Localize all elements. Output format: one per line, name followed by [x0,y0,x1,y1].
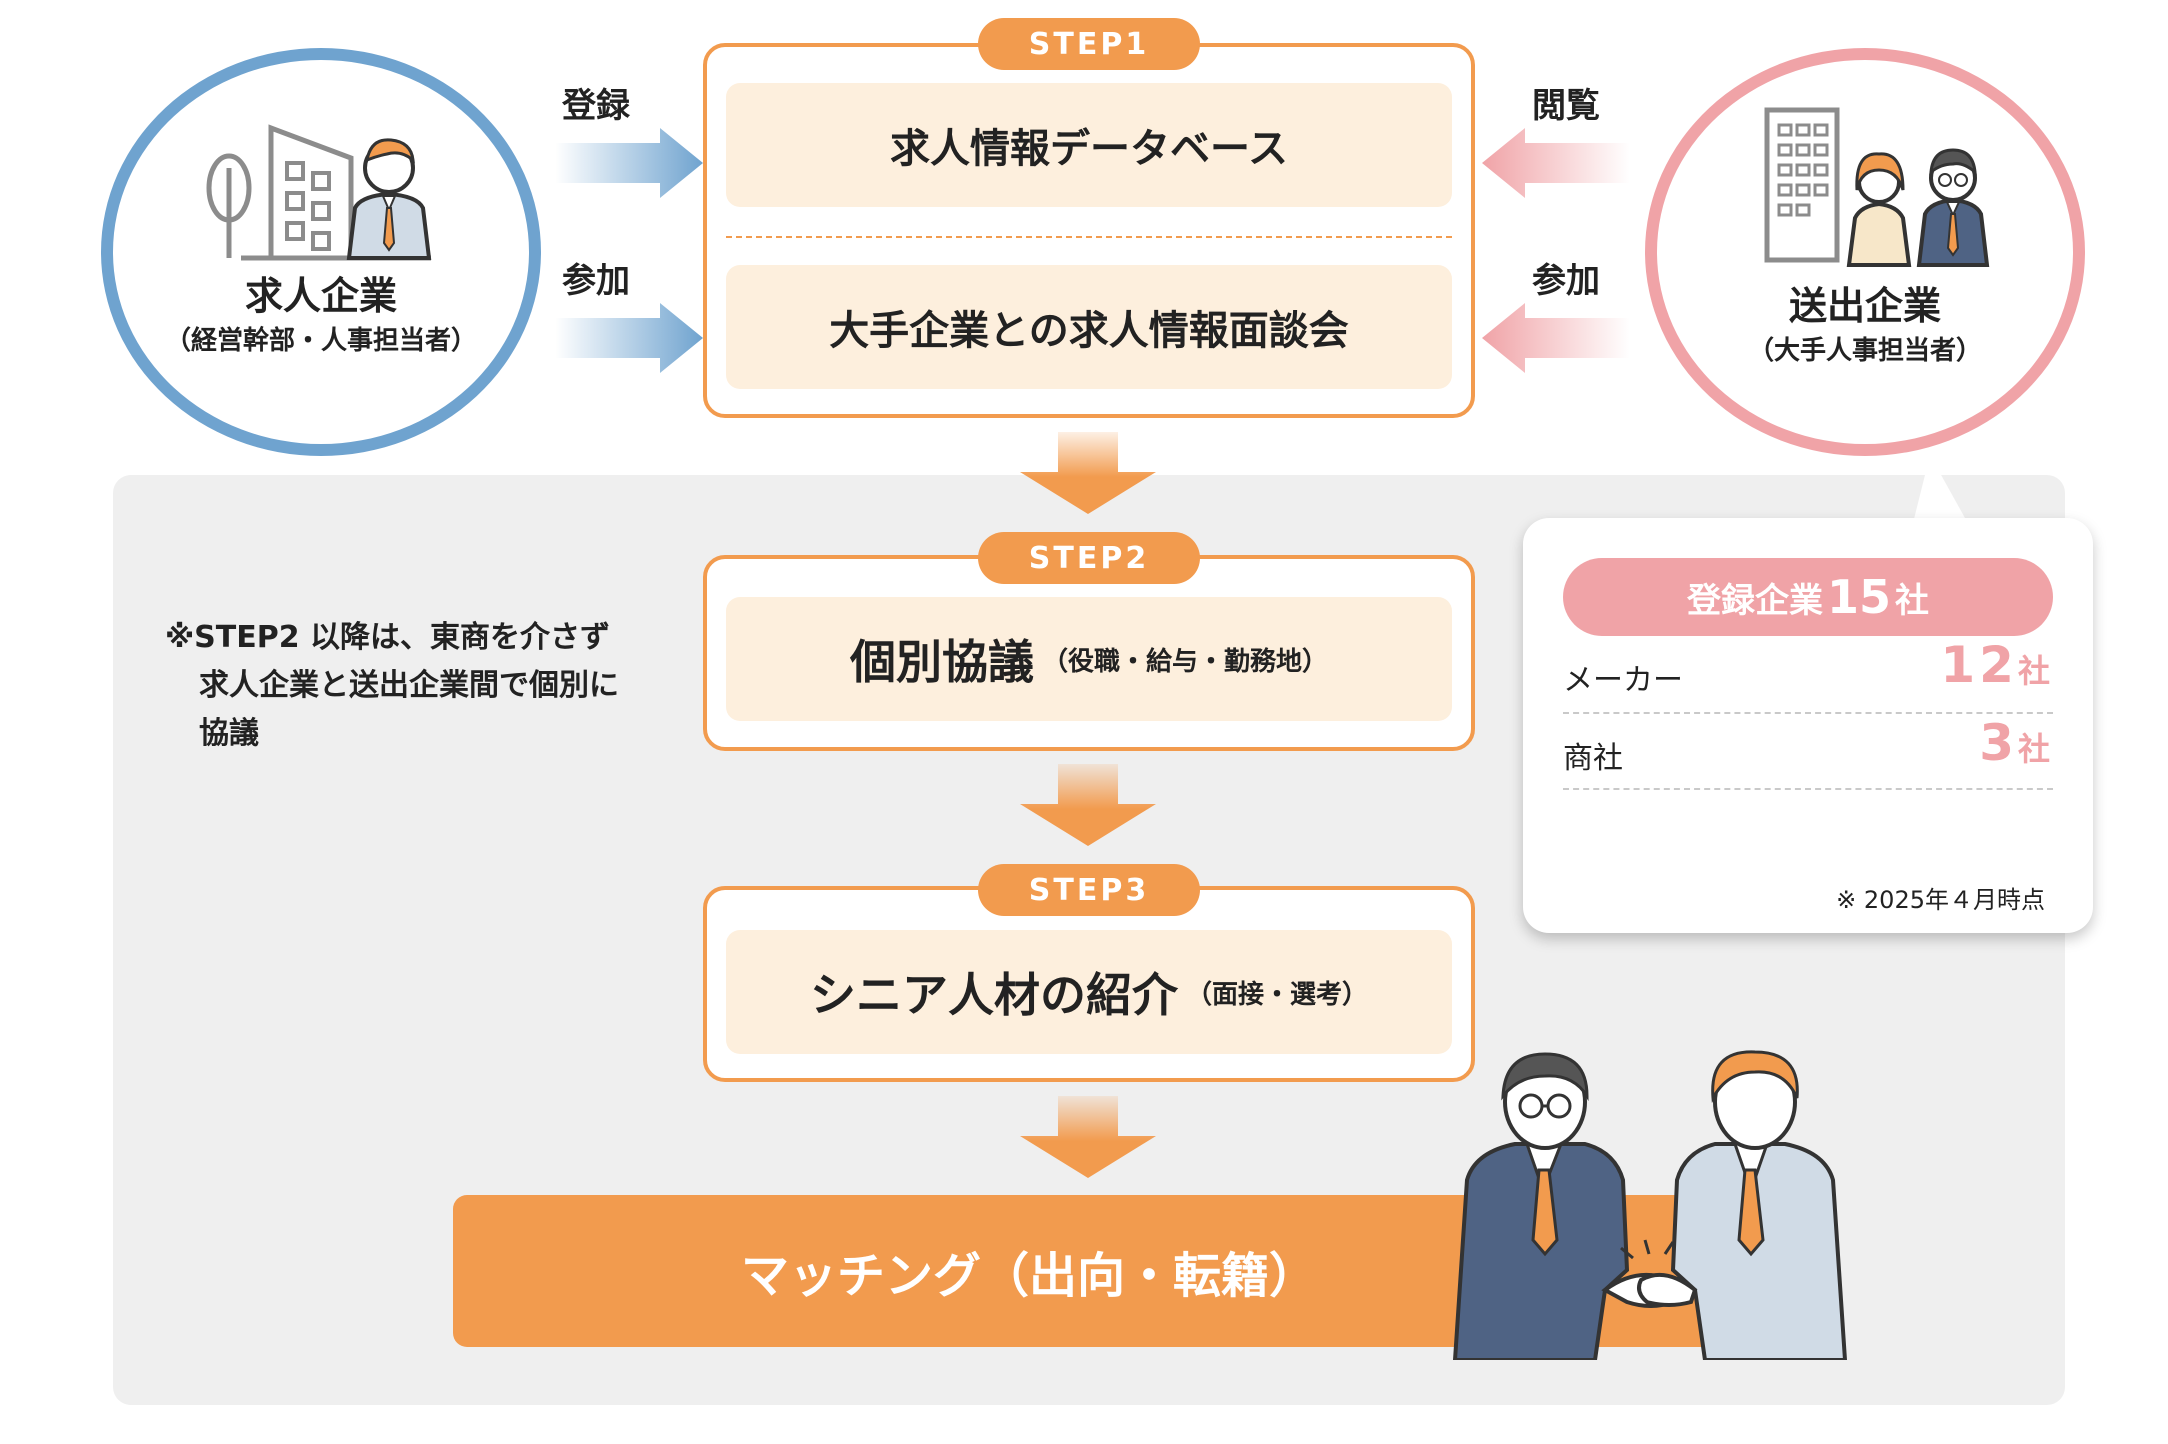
row-divider-2 [1563,788,2053,790]
matching-label: マッチング（出向・転籍） [740,1248,1317,1304]
sending-company-title: 送出企業 [1788,284,1941,328]
browse-arrow-icon [1482,128,1630,198]
down-arrow-2-icon [1020,764,1156,846]
row-divider-1 [1563,712,2053,714]
participate-right-arrow-icon [1482,303,1630,373]
trading-company-count: 3社 [1900,714,2050,772]
sending-company-circle: 送出企業 （大手人事担当者） [1645,48,2085,456]
as-of-footnote: ※ 2025年４月時点 [1836,886,2045,914]
note-line-2: 求人企業と送出企業間で個別に [199,668,619,703]
registered-companies-unit: 社 [1895,580,1929,621]
maker-label: メーカー [1563,663,1683,698]
participate-left-label: 参加 [562,261,630,301]
senior-talent-detail: （面接・選考） [1185,979,1368,1010]
registered-companies-header: 登録企業 15 社 [1563,558,2053,636]
sending-company-subtitle: （大手人事担当者） [1747,336,1982,366]
down-arrow-1-icon [1020,432,1156,514]
maker-unit: 社 [2017,652,2050,690]
handshake-icon [1452,1050,1848,1360]
step2-badge: STEP2 [978,532,1200,584]
recruiting-company-title: 求人企業 [244,274,397,318]
trading-company-value: 3 [1979,714,2018,772]
office-building-icon [206,124,432,261]
callout-pointer [1912,455,1970,527]
register-label: 登録 [562,86,630,126]
step2-note: ※STEP2 以降は、東商を介さず 求人企業と送出企業間で個別に 協議 [165,614,619,758]
interview-meeting-item: 大手企業との求人情報面談会 [726,265,1452,389]
note-line-3: 協議 [199,716,259,751]
individual-consultation-label: 個別協議 [849,635,1034,689]
individual-consultation-item: 個別協議 （役職・給与・勤務地） [726,597,1452,721]
step3-badge: STEP3 [978,864,1200,916]
senior-talent-label: シニア人材の紹介 [809,968,1178,1022]
individual-consultation-detail: （役職・給与・勤務地） [1041,646,1328,677]
job-database-item: 求人情報データベース [726,83,1452,207]
trading-company-unit: 社 [2017,730,2050,768]
participate-right-label: 参加 [1532,261,1600,301]
browse-label: 閲覧 [1532,86,1600,126]
note-line-1: ※STEP2 以降は、東商を介さず [165,620,611,655]
maker-value: 12 [1940,636,2018,694]
participate-left-arrow-icon [555,303,703,373]
maker-count: 12社 [1900,636,2050,694]
step1-badge: STEP1 [978,18,1200,70]
register-arrow-icon [555,128,703,198]
senior-talent-item: シニア人材の紹介 （面接・選考） [726,930,1452,1054]
registered-companies-prefix: 登録企業 [1686,580,1823,621]
trading-company-label: 商社 [1563,741,1623,776]
registered-companies-number: 15 [1826,570,1891,624]
down-arrow-3-icon [1020,1096,1156,1178]
recruiting-company-circle: 求人企業 （経営幹部・人事担当者） [101,48,541,456]
step1-divider [726,236,1452,238]
recruiting-company-subtitle: （経営幹部・人事担当者） [164,326,477,356]
corporate-staff-icon [1764,107,1990,267]
